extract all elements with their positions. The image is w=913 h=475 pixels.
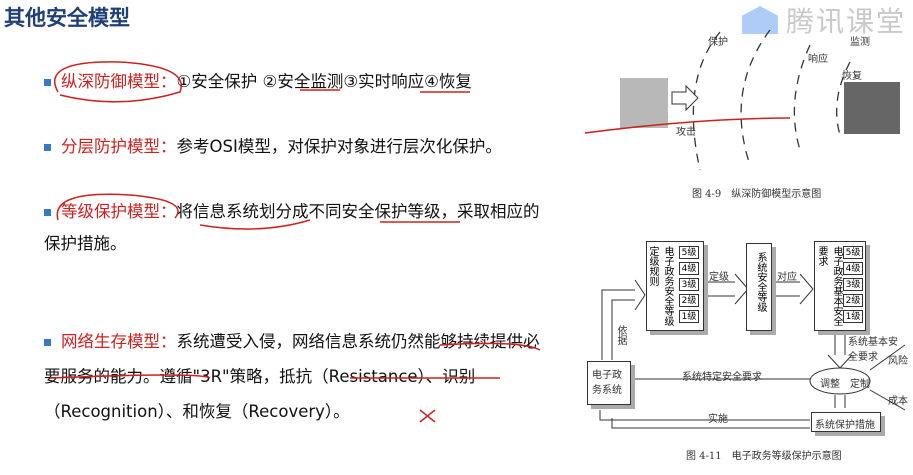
label-risk: 风险 [888, 356, 908, 367]
label-respond: 响应 [808, 54, 828, 65]
bullet-text: 将信息系统划分成不同安全保护等级，采取相应的保护措施。 [44, 202, 540, 253]
label-cost: 成本 [888, 396, 908, 407]
bullet-label: 等级保护模型： [61, 202, 177, 221]
label-implement: 实施 [708, 414, 728, 425]
bullet-grade-protection: 等级保护模型：将信息系统划分成不同安全保护等级，采取相应的保护措施。 [44, 196, 554, 260]
bullet-defense-in-depth: 纵深防御模型：①安全保护 ②安全监测③实时响应④恢复 [44, 66, 564, 98]
label-correspond: 对应 [777, 272, 797, 283]
label-specific-req: 系统特定安全要求 [682, 372, 762, 383]
page-title: 其他安全模型 [4, 6, 130, 30]
logo-text: 腾讯课堂 [786, 5, 907, 38]
box-system-level: 系统安全等级 [746, 243, 772, 331]
bullet-label: 纵深防御模型： [61, 72, 177, 91]
label-adjust-customize: 调整 定制 [820, 379, 870, 390]
bullet-survival: 网络生存模型：系统遭受入侵，网络信息系统仍然能够持续提供必要服务的能力。遵循"3… [44, 324, 554, 429]
label-basic-req: 系统基本安全要求 [848, 337, 898, 363]
bullet-text: 系统遭受入侵，网络信息系统仍然能够持续提供必要服务的能力。遵循"3R"策略，抵抗… [44, 332, 540, 421]
label-recover: 恢复 [842, 71, 862, 82]
box-protection-measures: 系统保护措施 [811, 412, 881, 432]
label-protect: 保护 [708, 37, 728, 48]
bullet-text: ①安全保护 ②安全监测③实时响应④恢复 [176, 72, 472, 91]
label-basis: 依据 [615, 325, 626, 345]
label-attack: 攻击 [676, 127, 696, 138]
bullet-layered: 分层防护模型：参考OSI模型，对保护对象进行层次化保护。 [44, 131, 564, 163]
box-egov-system: 电子政务系统 [587, 361, 631, 405]
bullet-label: 分层防护模型： [61, 137, 177, 156]
label-grading: 定级 [709, 272, 729, 283]
bullet-label: 网络生存模型： [61, 332, 177, 351]
label-monitor: 监测 [850, 37, 870, 48]
figure-caption: 图 4-9 纵深防御模型示意图 [692, 189, 822, 200]
figure-caption: 图 4-11 电子政务等级保护示意图 [686, 451, 842, 462]
tencent-classroom-logo: 腾讯课堂 [742, 0, 906, 40]
bullet-text: 参考OSI模型，对保护对象进行层次化保护。 [176, 137, 502, 156]
